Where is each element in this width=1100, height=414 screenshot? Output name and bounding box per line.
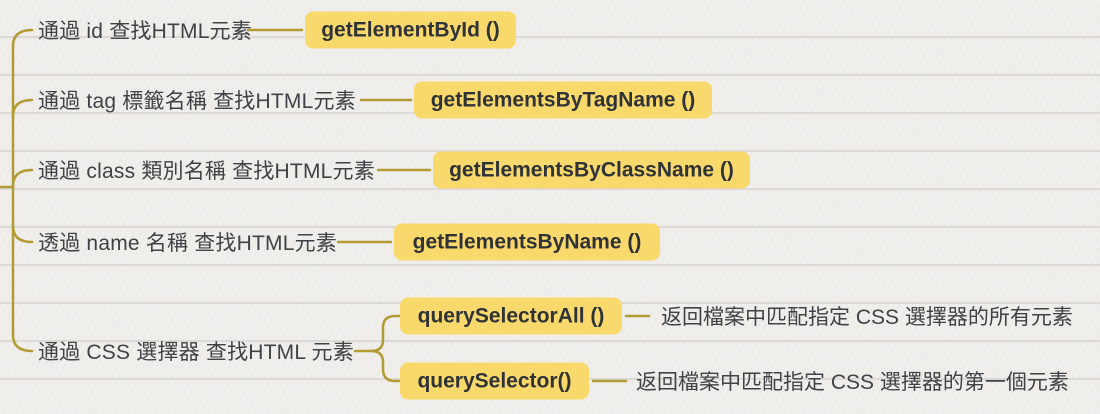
node-getelementsbytagname[interactable]: getElementsByTagName () [414,81,712,119]
branch-label-class[interactable]: 通過 class 類別名稱 查找HTML元素 [38,160,375,183]
node-getelementsbyclassname[interactable]: getElementsByClassName () [433,151,750,189]
desc-queryselector[interactable]: 返回檔案中匹配指定 CSS 選擇器的第一個元素 [636,371,1069,394]
node-queryselectorall[interactable]: querySelectorAll () [400,297,622,335]
branch-label-tag[interactable]: 通過 tag 標籤名稱 查找HTML元素 [38,90,356,113]
branch-label-name[interactable]: 透過 name 名稱 查找HTML元素 [38,232,337,255]
node-queryselector[interactable]: querySelector() [400,362,589,400]
branch-label-id[interactable]: 通過 id 查找HTML元素 [38,20,252,43]
branch-label-css[interactable]: 通過 CSS 選擇器 查找HTML 元素 [38,341,354,364]
node-getelementbyid[interactable]: getElementById () [305,11,516,49]
node-getelementsbyname[interactable]: getElementsByName () [394,223,660,261]
desc-queryselectorall[interactable]: 返回檔案中匹配指定 CSS 選擇器的所有元素 [661,306,1073,329]
